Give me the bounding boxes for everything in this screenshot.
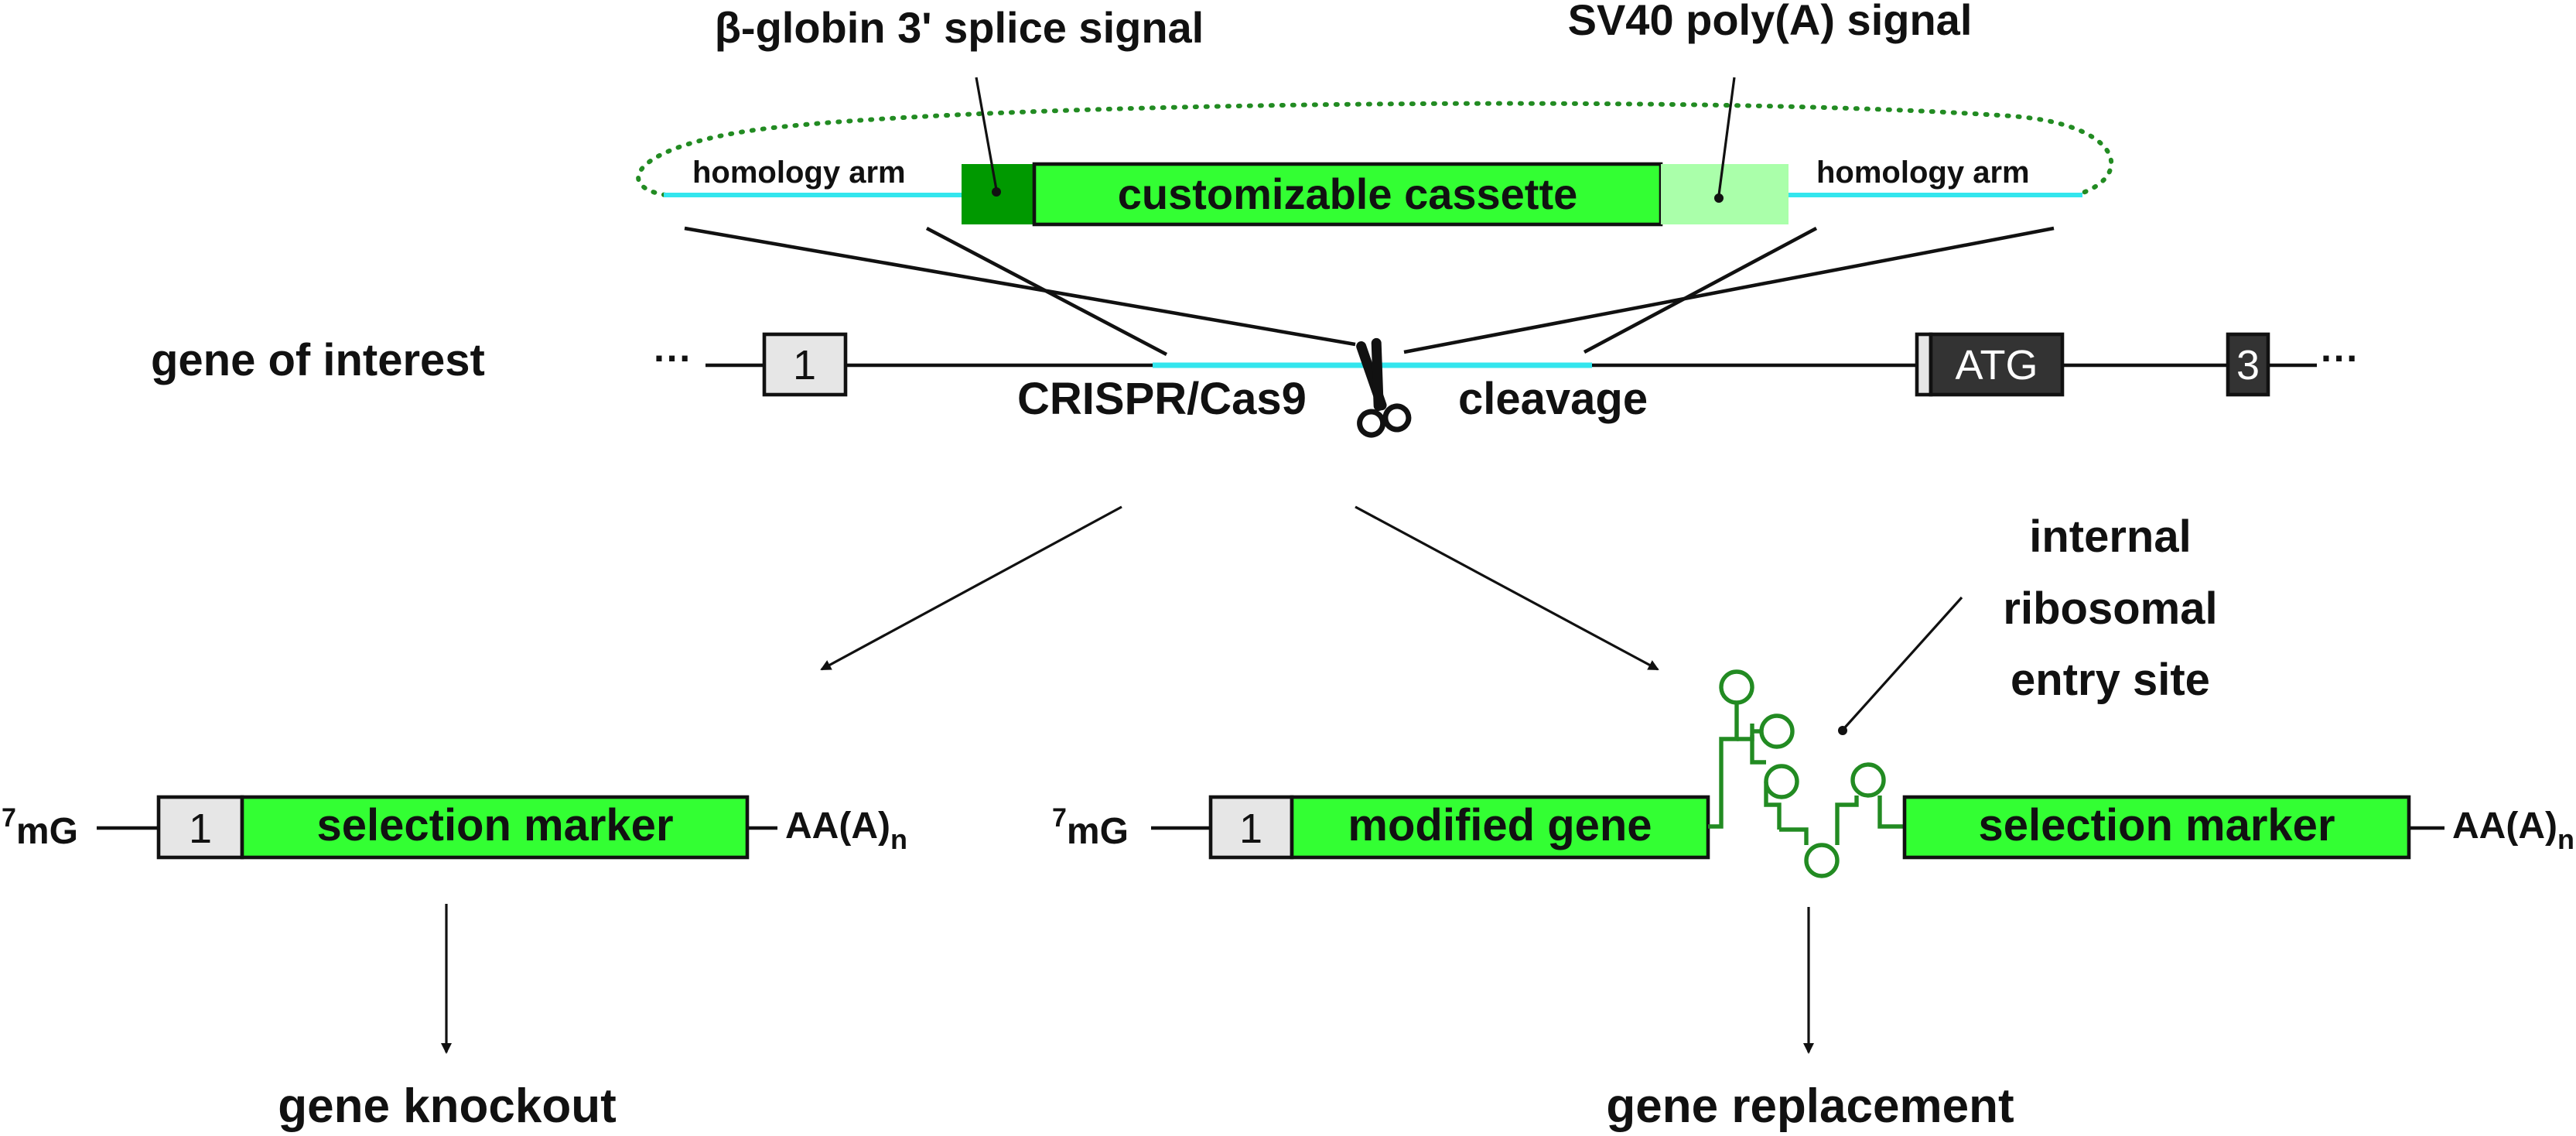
ires-pointer-dot [1838, 726, 1847, 735]
knockout-selection-marker-label: selection marker [316, 800, 673, 850]
right-homology-arm-label: homology arm [1816, 156, 2030, 190]
crispr-label: CRISPR/Cas9 [1017, 374, 1307, 424]
polya-signal-label: SV40 poly(A) signal [1568, 0, 1973, 44]
left-ellipsis: ··· [654, 337, 692, 380]
polya-signal-pointer [1717, 77, 1736, 196]
cleavage-label: cleavage [1458, 374, 1648, 424]
knockout-mrna: 7mG 1 selection marker AA(A)n [2, 795, 907, 860]
replacement-polya-tail: AA(A)n [2452, 806, 2574, 855]
exon-2-utr [1915, 332, 1933, 397]
replacement-selection-marker [1902, 795, 2411, 860]
recombination-lines [684, 226, 2055, 357]
right-ellipsis: ··· [2321, 337, 2359, 380]
donor-construct: homology arm homology arm customizable c… [636, 0, 2114, 227]
ires-pointer [1843, 596, 1963, 729]
gene-replacement-label: gene replacement [1606, 1080, 2014, 1133]
arrow-to-knockout [820, 505, 1122, 671]
scissors-icon [1356, 337, 1412, 438]
knockout-selection-marker [240, 795, 750, 860]
replacement-selection-marker-label: selection marker [1978, 800, 2335, 850]
arrow-to-replacement [1355, 505, 1659, 671]
polya-signal-dot [1714, 193, 1724, 203]
exon-2-atg [1929, 332, 2065, 397]
exon-3-label: 3 [2236, 342, 2260, 388]
gene-locus: gene of interest ··· ··· 1 ATG 3 CRISPR/… [151, 332, 2359, 438]
exon-3 [2226, 332, 2270, 397]
gene-knockout-label: gene knockout [278, 1080, 617, 1133]
knockout-cap: 7mG [2, 803, 78, 852]
ires-structure [1708, 669, 1905, 878]
replacement-mrna: 7mG 1 modified gene selection marker AA(… [1052, 669, 2574, 878]
splice-signal-dot [992, 187, 1001, 197]
polya-signal-block [1661, 164, 1789, 224]
replacement-exon-1-label: 1 [1239, 806, 1262, 852]
replacement-cap: 7mG [1052, 803, 1129, 852]
cassette-label: customizable cassette [1118, 169, 1577, 218]
gene-of-interest-label: gene of interest [151, 335, 485, 385]
ires-label: internal ribosomal entry site [1838, 512, 2218, 735]
atg-label: ATG [1956, 342, 2038, 388]
splice-signal-pointer [975, 77, 998, 190]
left-homology-arm-label: homology arm [692, 156, 906, 190]
customizable-cassette [1032, 162, 1663, 227]
knockout-exon-1-label: 1 [189, 806, 212, 852]
exon-1-label: 1 [793, 342, 816, 388]
ires-label-line-1: internal [2029, 512, 2192, 562]
knockout-polya-tail: AA(A)n [785, 806, 907, 855]
plasmid-backbone [636, 101, 2114, 197]
modified-gene-label: modified gene [1348, 800, 1652, 850]
ires-label-line-3: entry site [2011, 655, 2210, 705]
exon-1 [762, 332, 848, 397]
ires-label-line-2: ribosomal [2003, 583, 2217, 634]
splice-signal-label: β-globin 3' splice signal [715, 3, 1204, 52]
